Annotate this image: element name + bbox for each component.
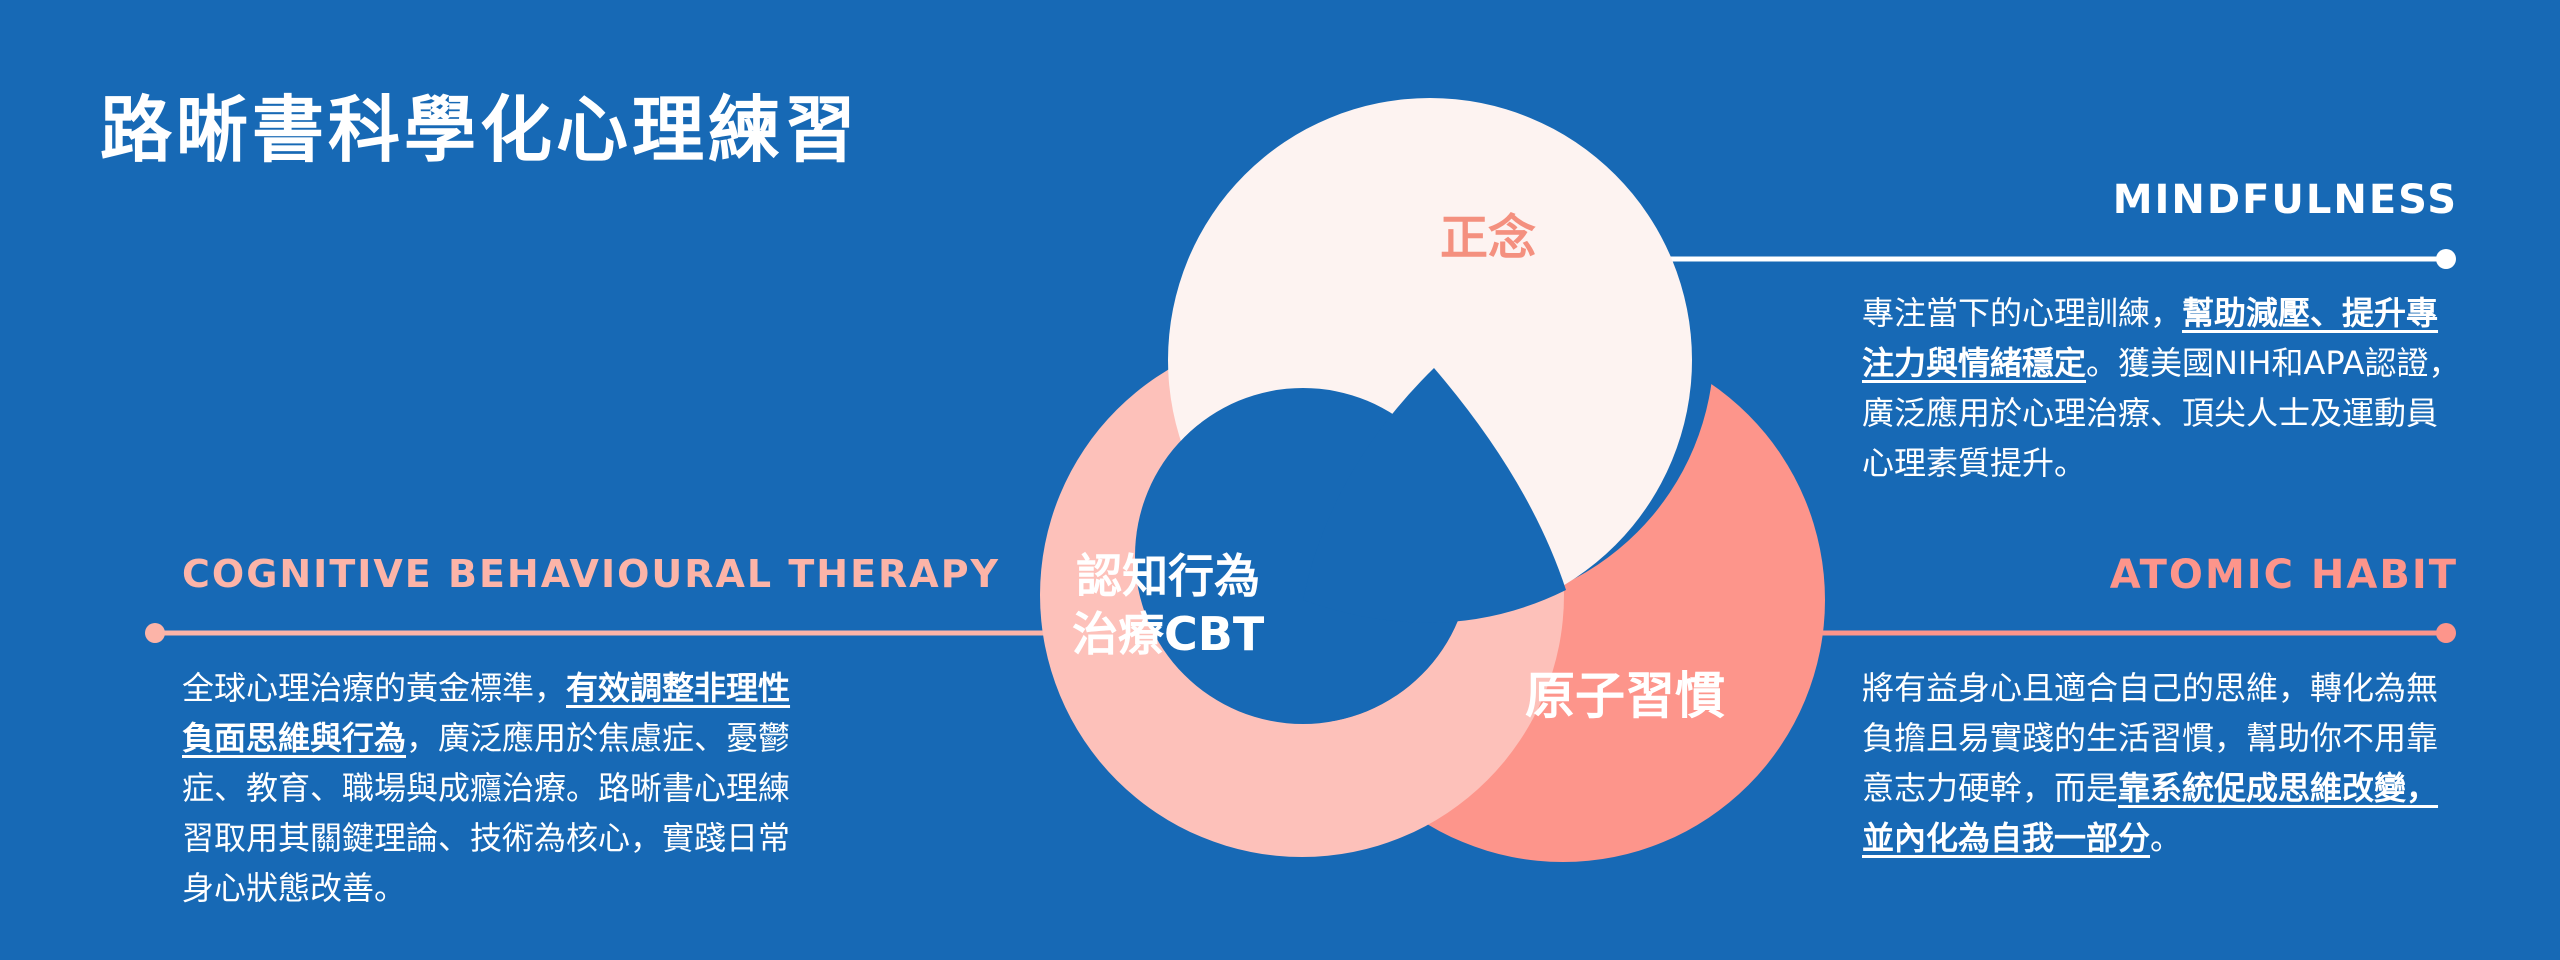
atomic-highlight: 靠系統促成思維改變，並內化為自我一部分 (1862, 769, 2439, 857)
cbt-description: 全球心理治療的黃金標準，有效調整非理性負面思維與行為，廣泛應用於焦慮症、憂鬱症、… (182, 663, 797, 913)
page-title: 路晰書科學化心理練習 (100, 88, 861, 172)
venn-center-hole (1303, 368, 1566, 623)
atomic-heading: ATOMIC HABIT (2109, 552, 2458, 598)
venn-label-mindfulness: 正念 (1440, 210, 1537, 266)
cbt-heading: COGNITIVE BEHAVIOURAL THERAPY (182, 552, 1001, 596)
venn-label-atomic: 原子習慣 (1525, 667, 1725, 725)
cbt-highlight: 有效調整非理性負面思維與行為 (182, 669, 791, 757)
cbt-text-1: 全球心理治療的黃金標準， (182, 669, 567, 707)
mindfulness-circle (1168, 98, 1692, 622)
atomic-text-2: 。 (2150, 819, 2183, 857)
atomic-connector-dot (2436, 623, 2456, 643)
cbt-connector-dot (145, 623, 165, 643)
atomic-description: 將有益身心且適合自己的思維，轉化為無負擔且易實踐的生活習慣，幫助你不用靠意志力硬… (1862, 663, 2462, 863)
mindfulness-text-2: 。獲美國NIH和APA認證，廣泛應用於心理治療、頂尖人士及運動員心理素質提升。 (1862, 344, 2461, 482)
mindfulness-description: 專注當下的心理訓練，幫助減壓、提升專注力與情緒穩定。獲美國NIH和APA認證，廣… (1862, 288, 2462, 488)
atomic-text-1: 將有益身心且適合自己的思維，轉化為無負擔且易實踐的生活習慣，幫助你不用靠意志力硬… (1862, 669, 2439, 807)
mindfulness-text-1: 專注當下的心理訓練， (1862, 294, 2183, 332)
mindfulness-heading: MINDFULNESS (2112, 177, 2458, 223)
cbt-text-2: ，廣泛應用於焦慮症、憂鬱症、教育、職場與成癮治療。路晰書心理練習取用其關鍵理論、… (182, 719, 791, 907)
venn-label-cbt: 認知行為 治療CBT (1072, 549, 1265, 661)
mindfulness-highlight: 幫助減壓、提升專注力與情緒穩定 (1862, 294, 2439, 382)
mindfulness-connector-dot (2436, 249, 2456, 269)
